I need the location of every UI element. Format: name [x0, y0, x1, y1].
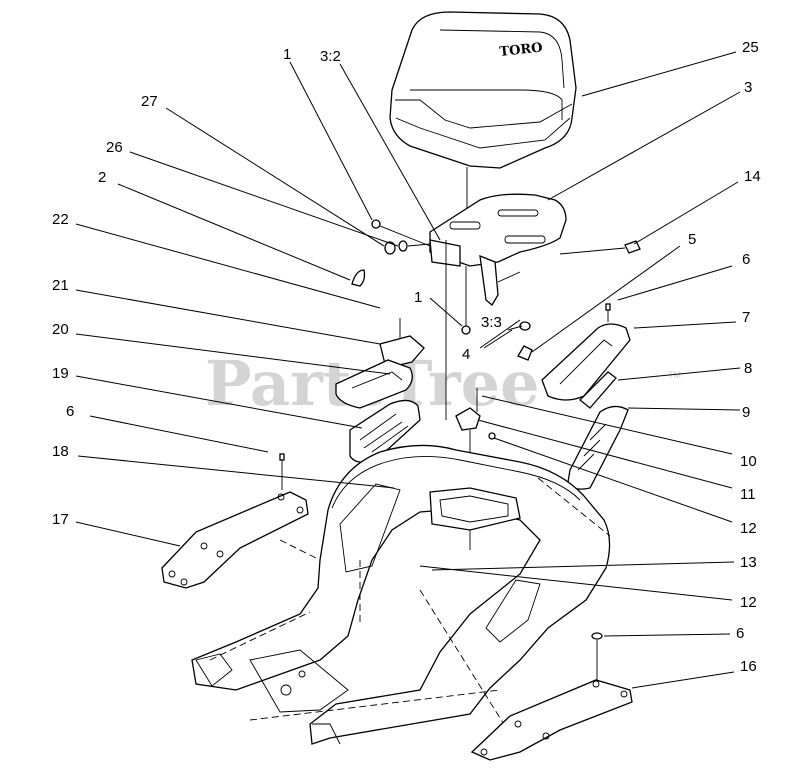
callout-16: 16	[740, 658, 757, 675]
svg-text:TORO: TORO	[499, 41, 543, 60]
callout-10: 10	[740, 453, 757, 470]
callout-21: 21	[52, 277, 69, 294]
callout-3-3: 3:3	[481, 314, 502, 331]
callout-1-top: 1	[283, 46, 291, 63]
bolt-14-part	[559, 240, 641, 255]
callout-4: 4	[462, 346, 470, 363]
callout-27: 27	[141, 93, 158, 110]
watermark-tm: TM	[668, 370, 681, 380]
right-footrest-part	[470, 640, 633, 761]
callout-9: 9	[742, 404, 750, 421]
callout-3-2: 3:2	[320, 48, 341, 65]
callout-14: 14	[744, 168, 761, 185]
left-footrest-part	[161, 458, 309, 589]
callout-2: 2	[98, 169, 106, 186]
callout-3: 3	[744, 79, 752, 96]
callout-20: 20	[52, 321, 69, 338]
left-trim-parts	[335, 318, 425, 463]
callout-26: 26	[106, 139, 123, 156]
callout-18: 18	[52, 443, 69, 460]
callout-labels: 1 3:2 25 27 3 26 14 2 22 5 1 6 21 3:3 7 …	[52, 39, 761, 675]
callout-22: 22	[52, 211, 69, 228]
callout-7: 7	[742, 309, 750, 326]
seat-pan-part	[429, 193, 567, 306]
callout-5: 5	[688, 231, 696, 248]
seat-brand-logo: TORO	[499, 41, 543, 60]
callout-6-top: 6	[742, 251, 750, 268]
callout-17: 17	[52, 511, 69, 528]
hardware-small-parts	[351, 219, 533, 420]
callout-11: 11	[740, 486, 756, 503]
callout-1-mid: 1	[414, 289, 422, 306]
leader-lines	[75, 51, 741, 689]
callout-12-a: 12	[740, 520, 757, 537]
callout-19: 19	[52, 365, 69, 382]
callout-6-bottom: 6	[736, 625, 744, 642]
callout-6-left: 6	[66, 403, 74, 420]
pin-6-parts	[279, 303, 611, 640]
fender-body-part	[191, 444, 611, 751]
callout-13: 13	[740, 554, 757, 571]
callout-25: 25	[742, 39, 759, 56]
callout-12-b: 12	[740, 594, 757, 611]
right-trim-parts	[541, 308, 631, 490]
callout-8: 8	[744, 360, 752, 377]
